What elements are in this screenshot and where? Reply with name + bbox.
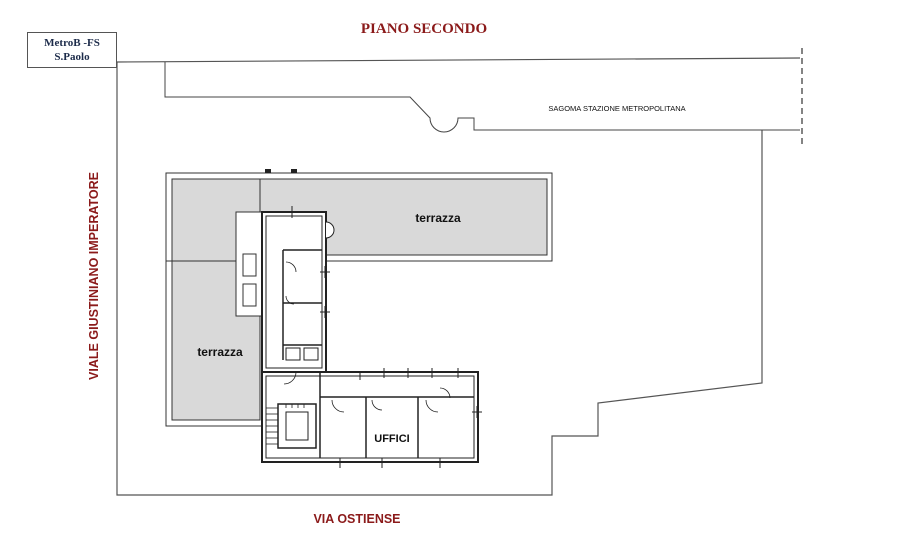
station-outline-label: SAGOMA STAZIONE METROPOLITANA: [548, 104, 685, 113]
terrace-north-label: terrazza: [415, 211, 461, 225]
building-wing-south-inner: [265, 375, 475, 459]
site-boundary: [116, 62, 763, 496]
terrace-outer-outline: [165, 172, 553, 262]
site-boundary-top: [116, 57, 801, 63]
small-service-room: [303, 347, 319, 361]
roof-vent: [291, 169, 297, 173]
terrace-west-label: terrazza: [197, 345, 243, 359]
building-wing-north-inner: [265, 215, 323, 369]
street-south-label: VIA OSTIENSE: [313, 512, 400, 526]
balcony-semicircle: [325, 221, 335, 239]
metro-station-label: MetroB -FS S.Paolo: [27, 32, 117, 68]
window-marks: [286, 206, 482, 468]
door-swings: [283, 261, 451, 413]
skylight: [242, 253, 257, 277]
metro-station-outline: [164, 62, 800, 133]
roof-vent: [265, 169, 271, 173]
street-west-label: VIALE GIUSTINIANO IMPERATORE: [87, 172, 101, 380]
small-service-room: [285, 347, 301, 361]
plan-title: PIANO SECONDO: [361, 21, 487, 37]
stair-treads: [266, 404, 305, 445]
terrace-west-outline: [165, 261, 262, 427]
metro-label-line2: S.Paolo: [54, 51, 90, 63]
stair-core: [285, 411, 309, 441]
offices-label: UFFICI: [374, 433, 409, 445]
skylight: [242, 283, 257, 307]
metro-label-line1: MetroB -FS: [44, 37, 100, 49]
